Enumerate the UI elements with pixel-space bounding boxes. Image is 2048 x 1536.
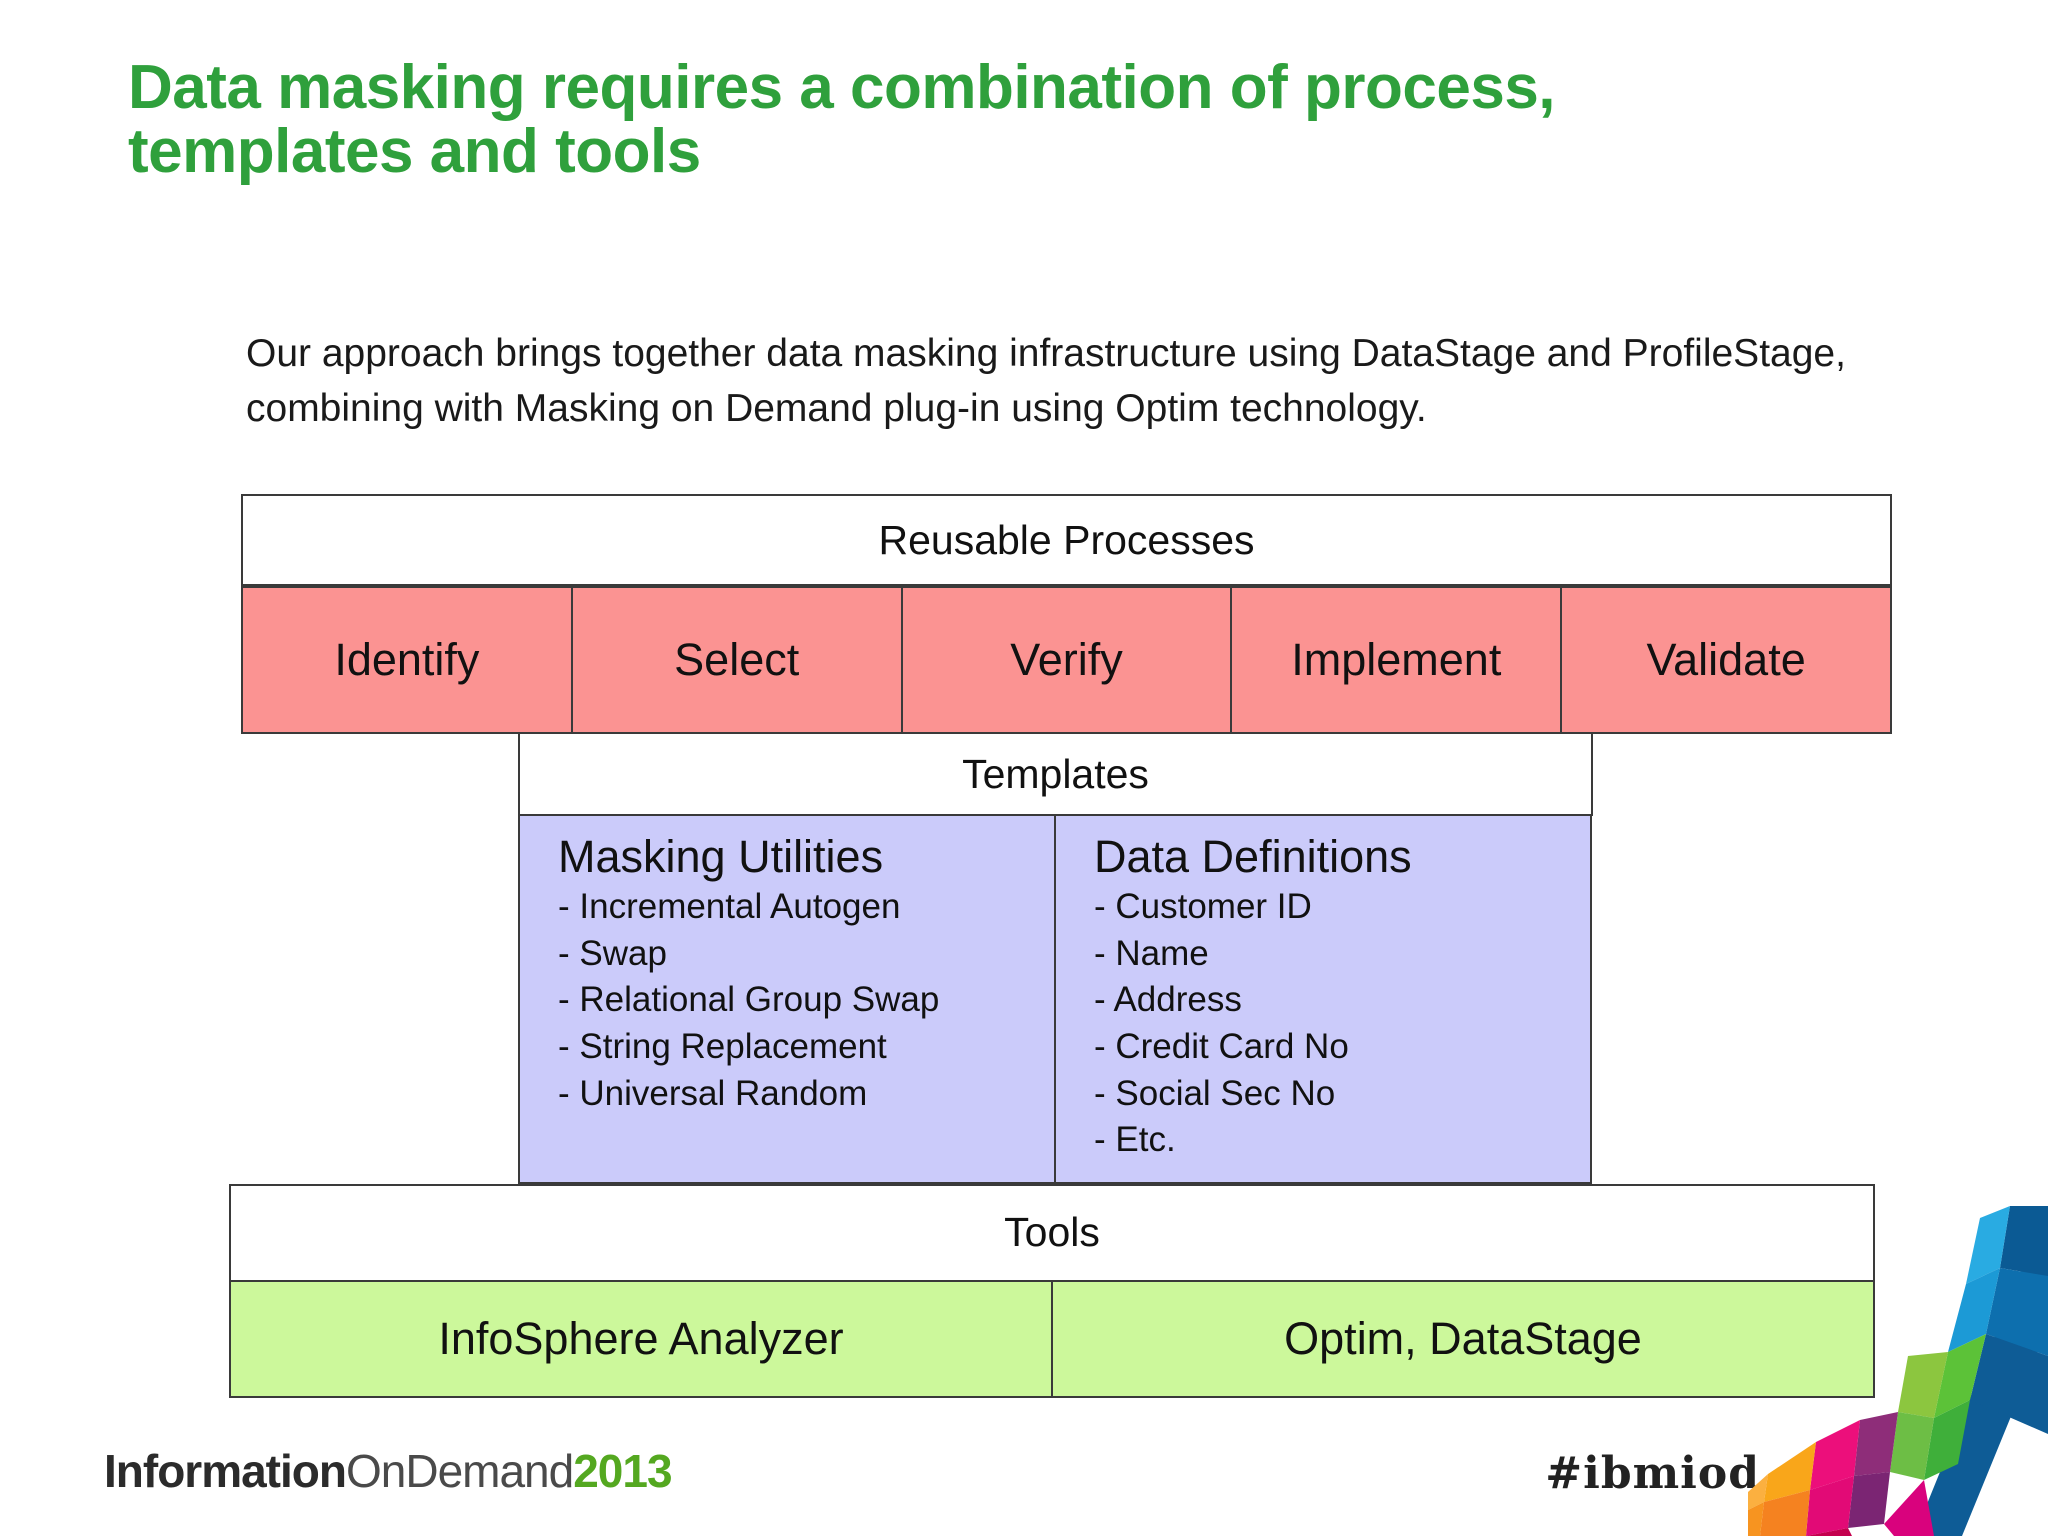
tool-infosphere-analyzer[interactable]: InfoSphere Analyzer: [229, 1279, 1053, 1398]
templates-column-masking-utilities[interactable]: Masking Utilities - Incremental Autogen …: [518, 814, 1056, 1184]
tool-optim-datastage[interactable]: Optim, DataStage: [1051, 1279, 1875, 1398]
logo-year: 2013: [573, 1445, 672, 1497]
intro-paragraph: Our approach brings together data maskin…: [246, 332, 1846, 431]
reusable-processes-band-label: Reusable Processes: [241, 494, 1892, 586]
tools-block: Tools InfoSphere Analyzer Optim, DataSta…: [229, 1183, 1875, 1398]
templates-block: Templates Masking Utilities - Incrementa…: [518, 732, 1593, 1184]
templates-band-label: Templates: [518, 732, 1593, 816]
templates-columns: Masking Utilities - Incremental Autogen …: [518, 814, 1593, 1184]
list-item: - Incremental Autogen: [558, 887, 901, 927]
list-item: - Customer ID: [1094, 887, 1312, 927]
page-title: Data masking requires a combination of p…: [128, 53, 1556, 186]
list-item: - Name: [1094, 933, 1209, 973]
list-item: - Relational Group Swap: [558, 980, 940, 1020]
process-step-identify[interactable]: Identify: [241, 586, 573, 734]
list-item: - String Replacement: [558, 1027, 887, 1067]
masking-approach-diagram: Reusable Processes Identify Select Verif…: [229, 494, 1892, 1398]
process-step-validate[interactable]: Validate: [1560, 586, 1892, 734]
reusable-processes-row: Identify Select Verify Implement Validat…: [241, 586, 1892, 734]
event-hashtag: #ibmiod: [1545, 1448, 1760, 1499]
masking-utilities-list: - Incremental Autogen - Swap - Relationa…: [558, 884, 1054, 1117]
data-definitions-list: - Customer ID - Name - Address - Credit …: [1094, 884, 1590, 1163]
list-item: - Credit Card No: [1094, 1027, 1349, 1067]
tools-band-label: Tools: [229, 1183, 1875, 1282]
logo-word-ondemand: OnDemand: [345, 1445, 574, 1497]
list-item: - Universal Random: [558, 1073, 868, 1113]
process-step-verify[interactable]: Verify: [900, 586, 1233, 734]
process-step-select[interactable]: Select: [570, 586, 903, 734]
information-on-demand-logo: InformationOnDemand2013: [104, 1445, 673, 1497]
masking-utilities-heading: Masking Utilities: [558, 831, 884, 882]
list-item: - Etc.: [1094, 1120, 1176, 1160]
data-definitions-heading: Data Definitions: [1094, 831, 1412, 882]
templates-column-data-definitions[interactable]: Data Definitions - Customer ID - Name - …: [1054, 814, 1592, 1184]
list-item: - Address: [1094, 980, 1242, 1020]
logo-word-information: Information: [104, 1445, 347, 1497]
list-item: - Swap: [558, 933, 667, 973]
tools-row: InfoSphere Analyzer Optim, DataStage: [229, 1279, 1875, 1398]
process-step-implement[interactable]: Implement: [1230, 586, 1563, 734]
list-item: - Social Sec No: [1094, 1073, 1336, 1113]
reusable-processes-block: Reusable Processes Identify Select Verif…: [241, 494, 1892, 734]
